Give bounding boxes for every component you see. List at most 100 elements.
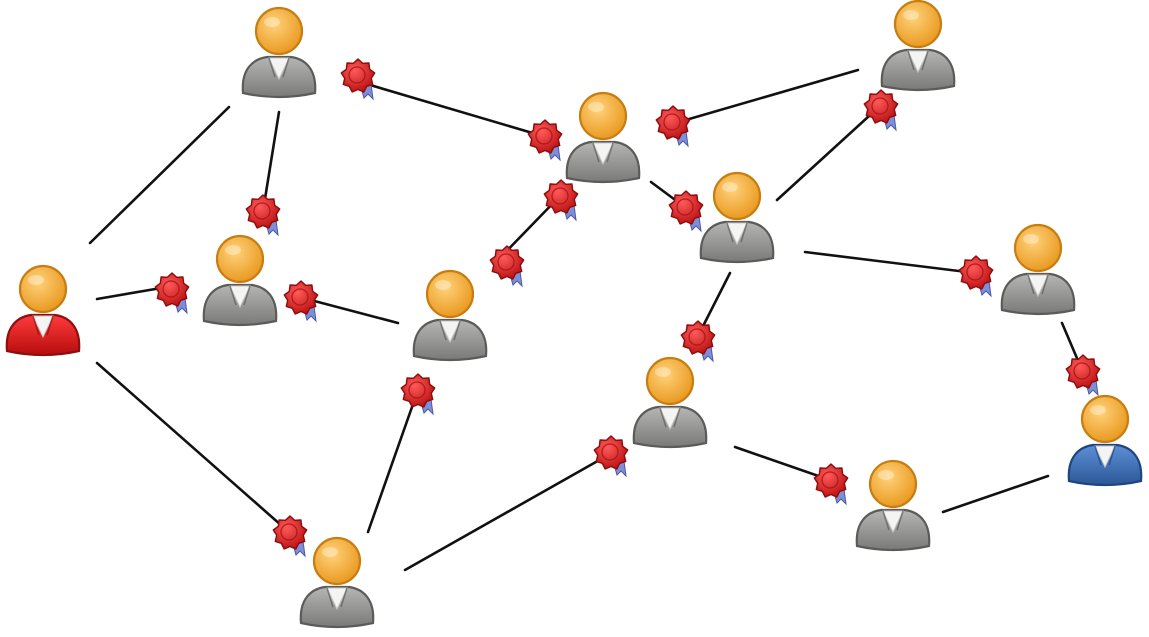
seal-body <box>283 280 319 315</box>
seal-inner-ring <box>1073 362 1091 380</box>
wax-seal-icon <box>543 179 579 222</box>
wax-seal-icon <box>680 320 716 363</box>
seal-inner-ring <box>253 202 271 220</box>
person-icon <box>699 171 775 264</box>
person-lapel-left <box>726 222 734 243</box>
trust-edge-12 <box>775 104 882 202</box>
seal-inner-ring <box>676 198 694 216</box>
seal-inner-ring <box>821 471 839 489</box>
seal-inner-ring <box>871 97 889 115</box>
person-lapel-left <box>268 57 276 78</box>
person-head <box>18 264 68 314</box>
person-head <box>712 171 762 221</box>
trust-edge-6 <box>301 296 400 325</box>
seal-body <box>489 245 525 280</box>
trust-edge-5 <box>358 80 548 139</box>
person-lapel-left <box>326 587 334 608</box>
seal-body <box>400 373 436 408</box>
seal-inner-ring <box>408 381 426 399</box>
person-head-highlight <box>322 547 338 557</box>
person-lapel-left <box>659 407 667 428</box>
person-collar <box>907 50 929 74</box>
trust-edge-1 <box>88 105 231 245</box>
person-icon <box>855 459 931 552</box>
wax-seal-icon <box>283 280 319 323</box>
person-head <box>868 459 918 509</box>
trust-edge-13 <box>803 250 977 275</box>
seal-inner-ring <box>688 328 706 346</box>
seal-inner-ring <box>497 253 515 271</box>
wax-seal-icon <box>863 89 899 132</box>
person-icon <box>632 356 708 449</box>
person-head-highlight <box>588 102 604 112</box>
seal-body <box>340 58 376 93</box>
person-lapel-left <box>1027 274 1035 295</box>
person-collar <box>882 510 904 534</box>
seal-inner-ring <box>291 288 309 306</box>
person-lapel-left <box>229 285 237 306</box>
person-lapel-left <box>592 142 600 163</box>
person-icon <box>412 269 488 362</box>
seal-body <box>272 515 308 550</box>
wax-seal-icon <box>668 190 704 233</box>
wax-seal-icon <box>154 272 190 315</box>
seal-body <box>1065 354 1101 389</box>
wax-seal-icon <box>245 194 281 237</box>
seal-inner-ring <box>663 113 681 131</box>
person-lapel-right <box>340 587 348 608</box>
person-collar <box>592 142 614 166</box>
trust-edge-4 <box>95 361 292 535</box>
person-head <box>893 0 943 49</box>
seal-body <box>655 105 691 140</box>
person-collar <box>32 315 54 339</box>
person-collar <box>1027 274 1049 298</box>
trust-edge-15 <box>733 445 832 482</box>
person-icon <box>1000 223 1076 316</box>
person-lapel-left <box>32 315 40 336</box>
person-lapel-right <box>1041 274 1049 295</box>
person-collar <box>659 407 681 431</box>
wax-seal-icon <box>340 58 376 101</box>
person-icon <box>202 234 278 327</box>
person-collar <box>439 320 461 344</box>
wax-seal-icon <box>655 105 691 148</box>
person-head <box>645 356 695 406</box>
seal-body <box>593 435 629 470</box>
person-lapel-left <box>1094 445 1102 466</box>
person-lapel-right <box>46 315 54 336</box>
seal-body <box>527 119 563 154</box>
person-icon <box>299 536 375 629</box>
person-collar <box>229 285 251 309</box>
person-head <box>578 91 628 141</box>
person-head <box>1013 223 1063 273</box>
seal-inner-ring <box>535 127 553 145</box>
seals-layer <box>154 58 1101 558</box>
person-head <box>254 6 304 56</box>
person-lapel-right <box>606 142 614 163</box>
person-icon <box>880 0 956 92</box>
wax-seal-icon <box>489 245 525 288</box>
person-head-highlight <box>225 245 241 255</box>
person-lapel-right <box>243 285 251 306</box>
seal-inner-ring <box>551 187 569 205</box>
person-lapel-left <box>882 510 890 531</box>
person-lapel-right <box>673 407 681 428</box>
person-collar <box>268 57 290 81</box>
person-lapel-right <box>1108 445 1116 466</box>
person-collar <box>326 587 348 611</box>
seal-body <box>154 272 190 307</box>
wax-seal-icon <box>1065 354 1101 397</box>
seal-inner-ring <box>280 523 298 541</box>
person-lapel-right <box>282 57 290 78</box>
person-lapel-left <box>907 50 915 71</box>
seal-body <box>245 194 281 229</box>
person-head-highlight <box>28 275 44 285</box>
person-icon-source <box>5 264 81 357</box>
person-icon-target <box>1067 394 1143 487</box>
person-lapel-right <box>921 50 929 71</box>
person-head-highlight <box>722 182 738 192</box>
people-layer <box>5 0 1143 629</box>
person-collar <box>1094 445 1116 469</box>
person-head <box>215 234 265 284</box>
